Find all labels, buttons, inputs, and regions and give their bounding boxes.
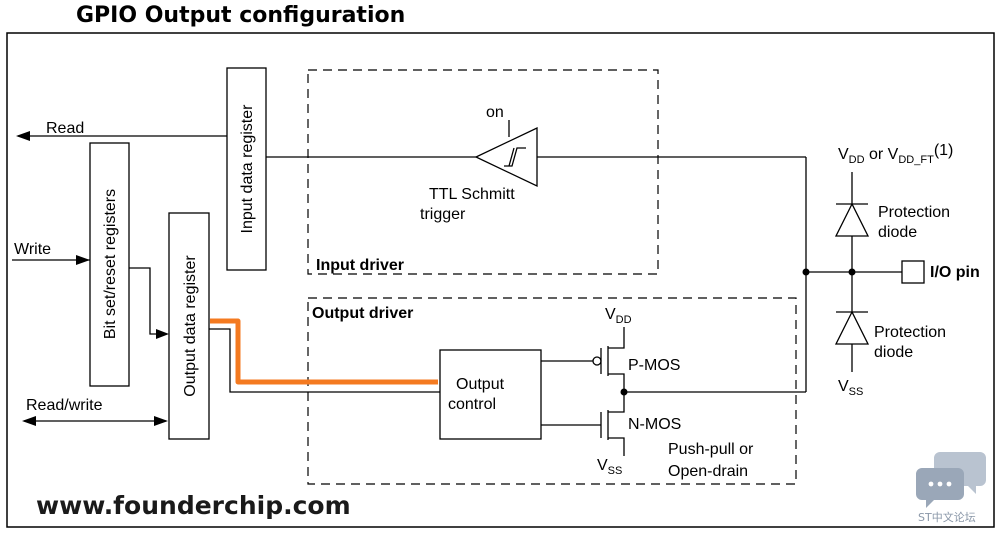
output-data-register-box	[168, 212, 210, 440]
nmos-transistor	[541, 392, 625, 456]
io-pin-box	[901, 260, 925, 284]
io-pin-label: I/O pin	[930, 264, 980, 281]
page-title: GPIO Output configuration	[76, 3, 406, 28]
bit-set-reset-registers-box	[89, 142, 130, 387]
protection-diode-bottom	[834, 310, 870, 345]
pin-bus-junction	[802, 268, 810, 276]
schmitt-on-label: on	[486, 104, 504, 121]
nmos-label: N-MOS	[628, 416, 681, 433]
schmitt-trigger-symbol	[474, 120, 538, 188]
input-driver-label: Input driver	[316, 257, 404, 274]
watermark-url: www.founderchip.com	[36, 491, 351, 520]
write-arrowhead	[76, 255, 90, 265]
input-data-register-box	[226, 67, 267, 271]
output-control-label-line2: control	[448, 396, 496, 413]
push-pull-label-line1: Push-pull or	[668, 441, 754, 458]
schmitt-label-line1: TTL Schmitt	[429, 186, 515, 203]
schmitt-label-line2: trigger	[420, 206, 466, 223]
read-write-arrowhead-left	[22, 416, 36, 426]
protection-bottom-label-line1: Protection	[874, 324, 946, 341]
output-vdd-label: VDD	[605, 306, 632, 326]
highlight-path	[210, 318, 438, 385]
protection-bottom-label-line2: diode	[874, 344, 913, 361]
read-write-arrowhead-right	[154, 416, 168, 426]
push-pull-label-line2: Open-drain	[668, 463, 748, 480]
drain-junction	[620, 388, 628, 396]
write-label: Write	[14, 241, 51, 258]
output-data-register-label: Output data register	[182, 255, 199, 397]
protection-top-label-line1: Protection	[878, 204, 950, 221]
watermark-forum: ST中文论坛	[918, 510, 976, 524]
supply-label: VDD or VDD_FT(1)	[838, 142, 953, 166]
odr-to-output-control-wire	[209, 328, 440, 393]
outer-frame	[6, 32, 995, 528]
input-driver-region	[307, 69, 659, 275]
read-label: Read	[46, 120, 84, 137]
output-driver-region	[307, 297, 797, 485]
bsrr-to-odr-wire	[129, 267, 165, 335]
output-control-label-line1: Output	[456, 376, 505, 393]
ground-label: VSS	[838, 378, 863, 398]
read-write-label: Read/write	[26, 397, 103, 414]
output-driver-label: Output driver	[312, 305, 413, 322]
bsrr-to-odr-arrowhead	[156, 329, 169, 339]
chat-bubbles-icon	[916, 452, 986, 508]
output-vss-label: VSS	[597, 457, 622, 477]
protection-diode-top	[834, 202, 870, 237]
input-data-register-label: Input data register	[239, 104, 256, 234]
read-arrowhead	[16, 131, 30, 141]
protection-top-label-line2: diode	[878, 224, 917, 241]
bit-set-reset-registers-label: Bit set/reset registers	[102, 189, 119, 339]
pmos-transistor	[541, 327, 625, 392]
output-control-box	[439, 349, 542, 440]
pmos-label: P-MOS	[628, 357, 680, 374]
